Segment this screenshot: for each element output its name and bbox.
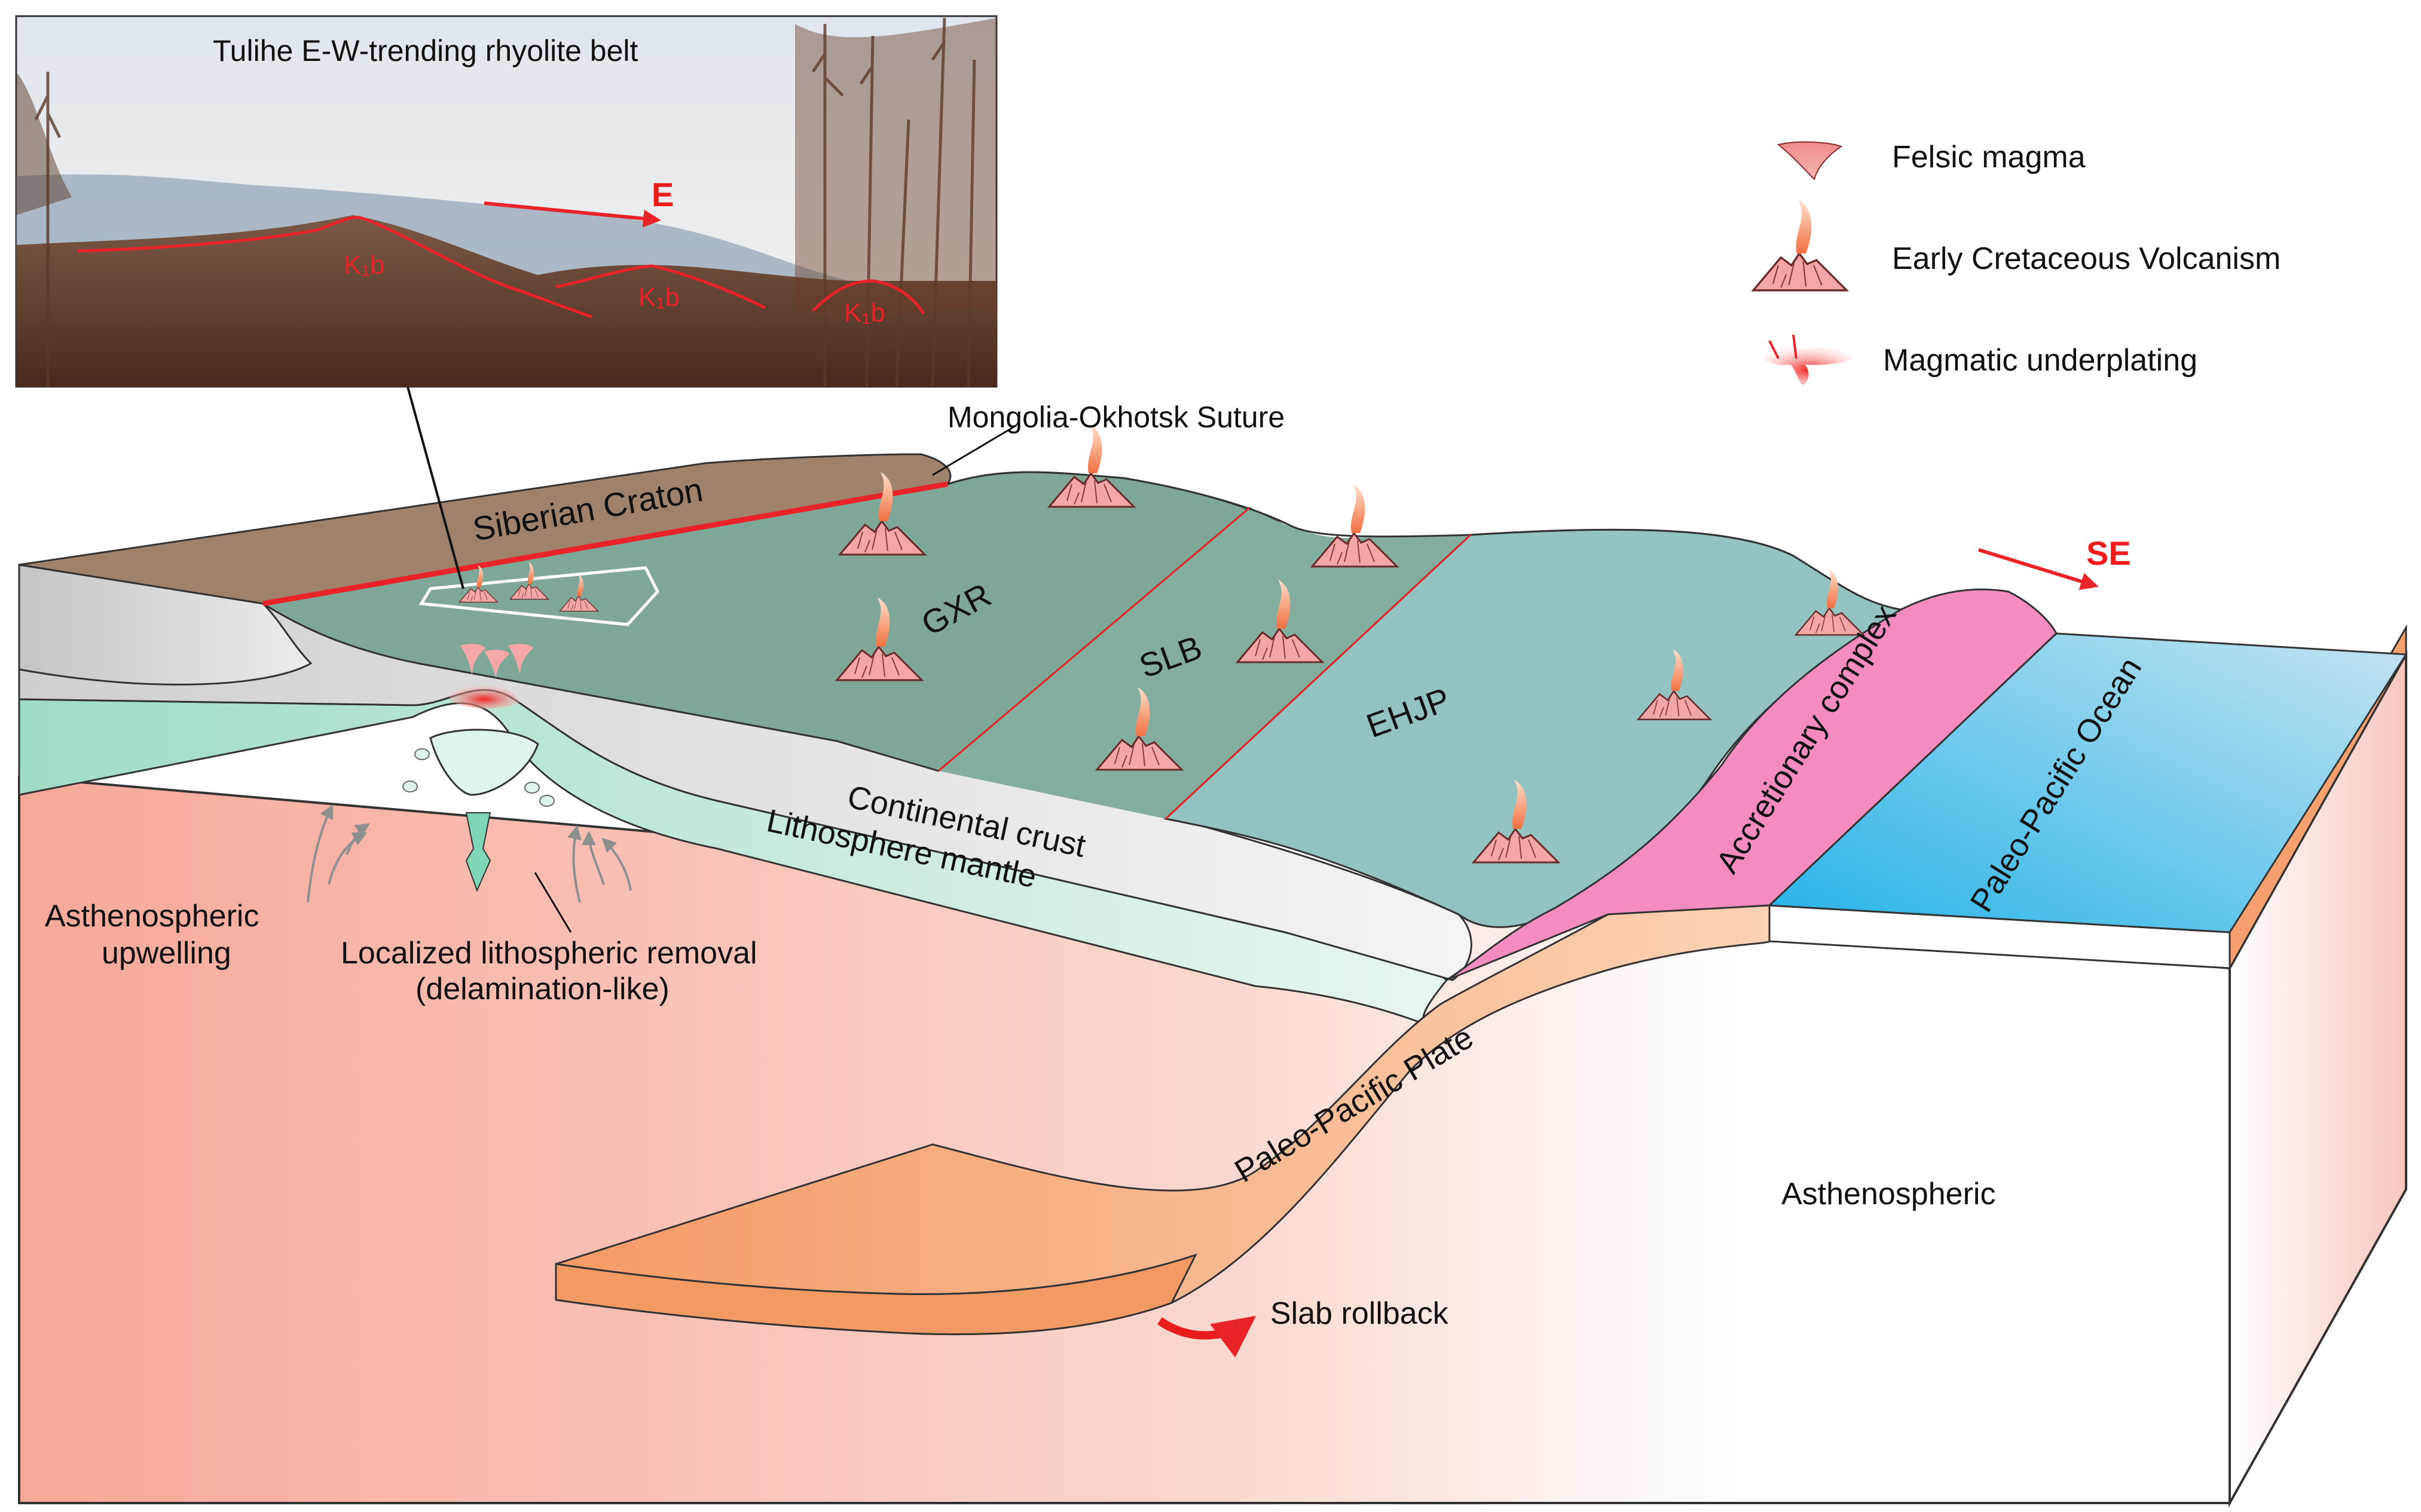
craton-front-face	[18, 564, 313, 685]
suture-leader-line	[932, 424, 1017, 476]
photo-unit-label: K₁b	[638, 283, 680, 312]
legend-label-felsic-magma: Felsic magma	[1892, 140, 2086, 175]
underplating-marker	[448, 685, 520, 709]
label-lithospheric-removal-2: (delamination-like)	[415, 972, 670, 1006]
rhyolite-ridge-lines	[77, 216, 592, 319]
legend	[1752, 141, 1853, 385]
slab-rollback-arrow	[1157, 1315, 1257, 1358]
label-slab-rollback: Slab rollback	[1270, 1296, 1449, 1331]
removal-leader-line	[534, 872, 572, 933]
underplating-icon	[1763, 334, 1853, 385]
legend-label-volcanism: Early Cretaceous Volcanism	[1892, 241, 2281, 276]
photo-inset	[15, 15, 998, 388]
photo-unit-label: K₁b	[844, 298, 885, 328]
upwelling-arrows	[307, 804, 632, 903]
e-arrow	[484, 201, 661, 228]
slb-terrane-top	[939, 508, 1471, 819]
asthenosphere-block	[18, 650, 2407, 1508]
photo-leader-line	[405, 382, 464, 589]
label-asthenospheric-upwelling-2: upwelling	[102, 936, 231, 971]
mongolia-okhotsk-suture-line	[262, 481, 948, 607]
felsic-magma-icon	[1777, 141, 1843, 180]
photo-title: Tulihe E-W-trending rhyolite belt	[213, 34, 638, 68]
delamination-drip	[402, 729, 555, 892]
accretionary-complex	[1446, 588, 2058, 981]
paleo-pacific-ocean-surface	[1767, 632, 2408, 933]
siberian-craton-top	[19, 453, 952, 605]
photo-location-box	[418, 561, 660, 626]
se-arrow	[1978, 548, 2099, 590]
photo-direction-e: E	[652, 176, 674, 213]
legend-label-underplating: Magmatic underplating	[1883, 343, 2197, 378]
label-suture: Mongolia-Okhotsk Suture	[947, 400, 1285, 434]
slb-ehjp-boundary	[1164, 534, 1472, 820]
green-terranes-outline	[947, 471, 1902, 611]
rising-magma-droplets	[460, 644, 533, 678]
label-lithospheric-removal-1: Localized lithospheric removal	[341, 936, 757, 971]
plate-slab-front-face	[555, 1253, 1197, 1336]
photo-unit-label: K₁b	[344, 250, 385, 280]
label-asthenospheric: Asthenospheric	[1781, 1177, 1995, 1211]
gxr-slb-boundary	[938, 507, 1250, 772]
label-direction-se: SE	[2086, 534, 2131, 572]
label-asthenospheric-upwelling-1: Asthenospheric	[45, 899, 259, 933]
volcano-icon	[1752, 198, 1848, 292]
